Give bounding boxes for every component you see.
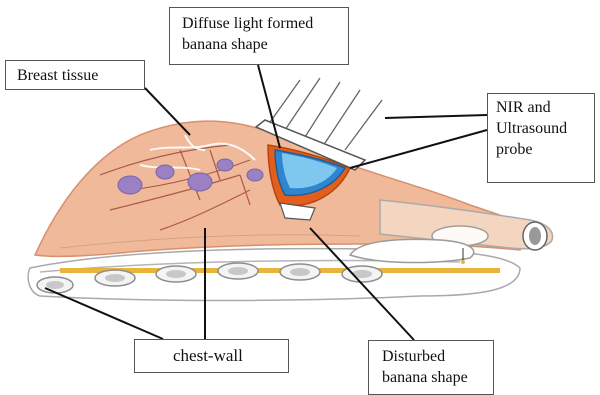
chest-wall-label: chest-wall [134, 339, 289, 373]
probe-label: NIR and Ultrasound probe [487, 93, 595, 183]
leader-probe-bottom [350, 130, 487, 168]
rib-band [300, 268, 500, 273]
probe-rod [345, 100, 382, 150]
diffuse-light-text-line-2: banana shape [182, 34, 348, 55]
disturbed-text-line-2: banana shape [382, 367, 493, 388]
chest-wall-text: chest-wall [173, 345, 288, 366]
tumor [247, 169, 263, 181]
probe-text-line-1: NIR and [496, 97, 594, 118]
breast-tissue-label: Breast tissue [5, 60, 145, 90]
disturbed-text-line-1: Disturbed [382, 346, 493, 367]
probe-text-line-2: Ultrasound [496, 118, 594, 139]
tumor [217, 159, 233, 171]
diffuse-light-label: Diffuse light formed banana shape [169, 7, 349, 65]
leader-probe-top [385, 115, 487, 118]
tumor [156, 165, 174, 179]
disturbed-banana-label: Disturbed banana shape [368, 340, 494, 395]
probe-text-line-3: probe [496, 139, 594, 160]
diffuse-light-text-line-1: Diffuse light formed [182, 13, 348, 34]
breast-tissue-text: Breast tissue [17, 65, 144, 86]
tumor [188, 173, 212, 191]
tumor [118, 176, 142, 194]
